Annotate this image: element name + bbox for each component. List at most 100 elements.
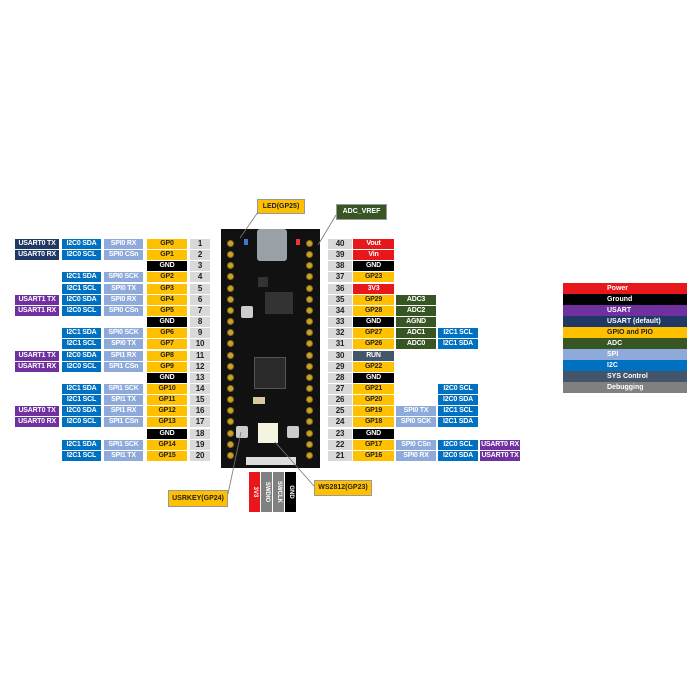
pin-name: GP9 xyxy=(147,362,187,372)
pin-number: 20 xyxy=(190,451,210,461)
pin-number: 35 xyxy=(328,295,352,305)
pin-function-label: ADC0 xyxy=(396,339,436,349)
pin-function-label: SPI0 RX xyxy=(396,451,436,461)
power-led-icon xyxy=(296,239,300,245)
pin-function-label: AGND xyxy=(396,317,436,327)
pin-function-label: SPI0 RX xyxy=(104,239,143,249)
pin-name: RUN xyxy=(353,351,394,361)
pin-hole xyxy=(227,318,234,325)
pin-name: GND xyxy=(147,429,187,439)
pin-number: 17 xyxy=(190,417,210,427)
pin-name: GP3 xyxy=(147,284,187,294)
legend-item: USART (default) xyxy=(563,316,687,327)
pin-name: 3V3 xyxy=(353,284,394,294)
pin-hole xyxy=(306,340,313,347)
pin-function-label: USART0 RX xyxy=(480,440,520,450)
pin-number: 26 xyxy=(328,395,352,405)
pin-function-label: SPI0 SCK xyxy=(104,272,143,282)
pin-number: 23 xyxy=(328,429,352,439)
pin-name: GP27 xyxy=(353,328,394,338)
pin-name: GP18 xyxy=(353,417,394,427)
usrkey-button xyxy=(236,426,248,438)
pin-name: GP10 xyxy=(147,384,187,394)
pin-function-label: I2C1 SCL xyxy=(438,406,478,416)
legend-item: USART xyxy=(563,305,687,316)
legend-item: I2C xyxy=(563,360,687,371)
led-callout: LED(GP25) xyxy=(257,199,305,214)
pin-function-label: I2C0 SCL xyxy=(438,440,478,450)
pin-function-label: I2C1 SCL xyxy=(62,339,101,349)
usrkey-callout: USRKEY(GP24) xyxy=(168,490,228,507)
pin-function-label: SPI1 CSn xyxy=(104,417,143,427)
pin-number: 29 xyxy=(328,362,352,372)
pin-function-label: I2C1 SDA xyxy=(62,384,101,394)
pin-name: GP20 xyxy=(353,395,394,405)
pin-hole xyxy=(306,363,313,370)
pin-number: 10 xyxy=(190,339,210,349)
pin-hole xyxy=(227,273,234,280)
pin-hole xyxy=(306,329,313,336)
pin-name: GND xyxy=(353,261,394,271)
pin-hole xyxy=(227,396,234,403)
debug-pin: SWCLK xyxy=(273,472,284,512)
pin-function-label: I2C0 SDA xyxy=(62,295,101,305)
pin-name: GND xyxy=(353,373,394,383)
pin-hole xyxy=(227,329,234,336)
legend-item: SPI xyxy=(563,349,687,360)
pin-name: GP16 xyxy=(353,451,394,461)
pin-number: 37 xyxy=(328,272,352,282)
pin-number: 14 xyxy=(190,384,210,394)
pin-name: GP22 xyxy=(353,362,394,372)
pin-function-label: SPI0 SCK xyxy=(396,417,436,427)
pin-hole xyxy=(306,352,313,359)
pin-function-label: SPI1 RX xyxy=(104,351,143,361)
rp2040-chip xyxy=(254,357,286,389)
pin-name: GP12 xyxy=(147,406,187,416)
pin-number: 27 xyxy=(328,384,352,394)
pin-hole xyxy=(306,418,313,425)
pin-hole xyxy=(227,452,234,459)
led-icon xyxy=(244,239,248,245)
legend-item: GPIO and PIO xyxy=(563,327,687,338)
pin-number: 9 xyxy=(190,328,210,338)
pin-function-label: SPI0 RX xyxy=(104,295,143,305)
pin-name: GND xyxy=(353,317,394,327)
pin-name: GP2 xyxy=(147,272,187,282)
pin-number: 12 xyxy=(190,362,210,372)
pin-number: 33 xyxy=(328,317,352,327)
pin-function-label: SPI0 CSn xyxy=(104,250,143,260)
crystal xyxy=(253,397,265,404)
pin-function-label: I2C1 SDA xyxy=(438,417,478,427)
pin-number: 28 xyxy=(328,373,352,383)
pin-hole xyxy=(306,262,313,269)
pin-function-label: USART1 TX xyxy=(15,351,59,361)
pin-function-label: I2C1 SCL xyxy=(62,451,101,461)
ws2812-callout: WS2812(GP23) xyxy=(314,480,372,496)
pin-function-label: USART1 RX xyxy=(15,306,59,316)
swd-pads xyxy=(246,457,296,465)
pin-hole xyxy=(227,363,234,370)
pin-name: GP8 xyxy=(147,351,187,361)
pin-function-label: I2C0 SCL xyxy=(62,306,101,316)
pin-number: 30 xyxy=(328,351,352,361)
pin-number: 2 xyxy=(190,250,210,260)
pin-name: GP0 xyxy=(147,239,187,249)
pin-function-label: I2C0 SCL xyxy=(62,250,101,260)
debug-pin-label: 3V3 xyxy=(251,486,258,498)
pin-function-label: I2C0 SDA xyxy=(438,451,478,461)
pin-function-label: USART0 TX xyxy=(480,451,520,461)
pin-hole xyxy=(227,240,234,247)
pin-hole xyxy=(227,385,234,392)
pin-hole xyxy=(306,407,313,414)
pin-function-label: SPI0 SCK xyxy=(104,328,143,338)
pin-number: 32 xyxy=(328,328,352,338)
pin-number: 25 xyxy=(328,406,352,416)
pin-function-label: I2C0 SCL xyxy=(62,417,101,427)
pin-number: 18 xyxy=(190,429,210,439)
reset-button xyxy=(287,426,299,438)
pin-hole xyxy=(227,441,234,448)
pin-name: GP11 xyxy=(147,395,187,405)
pin-function-label: I2C0 SCL xyxy=(62,362,101,372)
pin-name: GP23 xyxy=(353,272,394,282)
pin-name: Vout xyxy=(353,239,394,249)
